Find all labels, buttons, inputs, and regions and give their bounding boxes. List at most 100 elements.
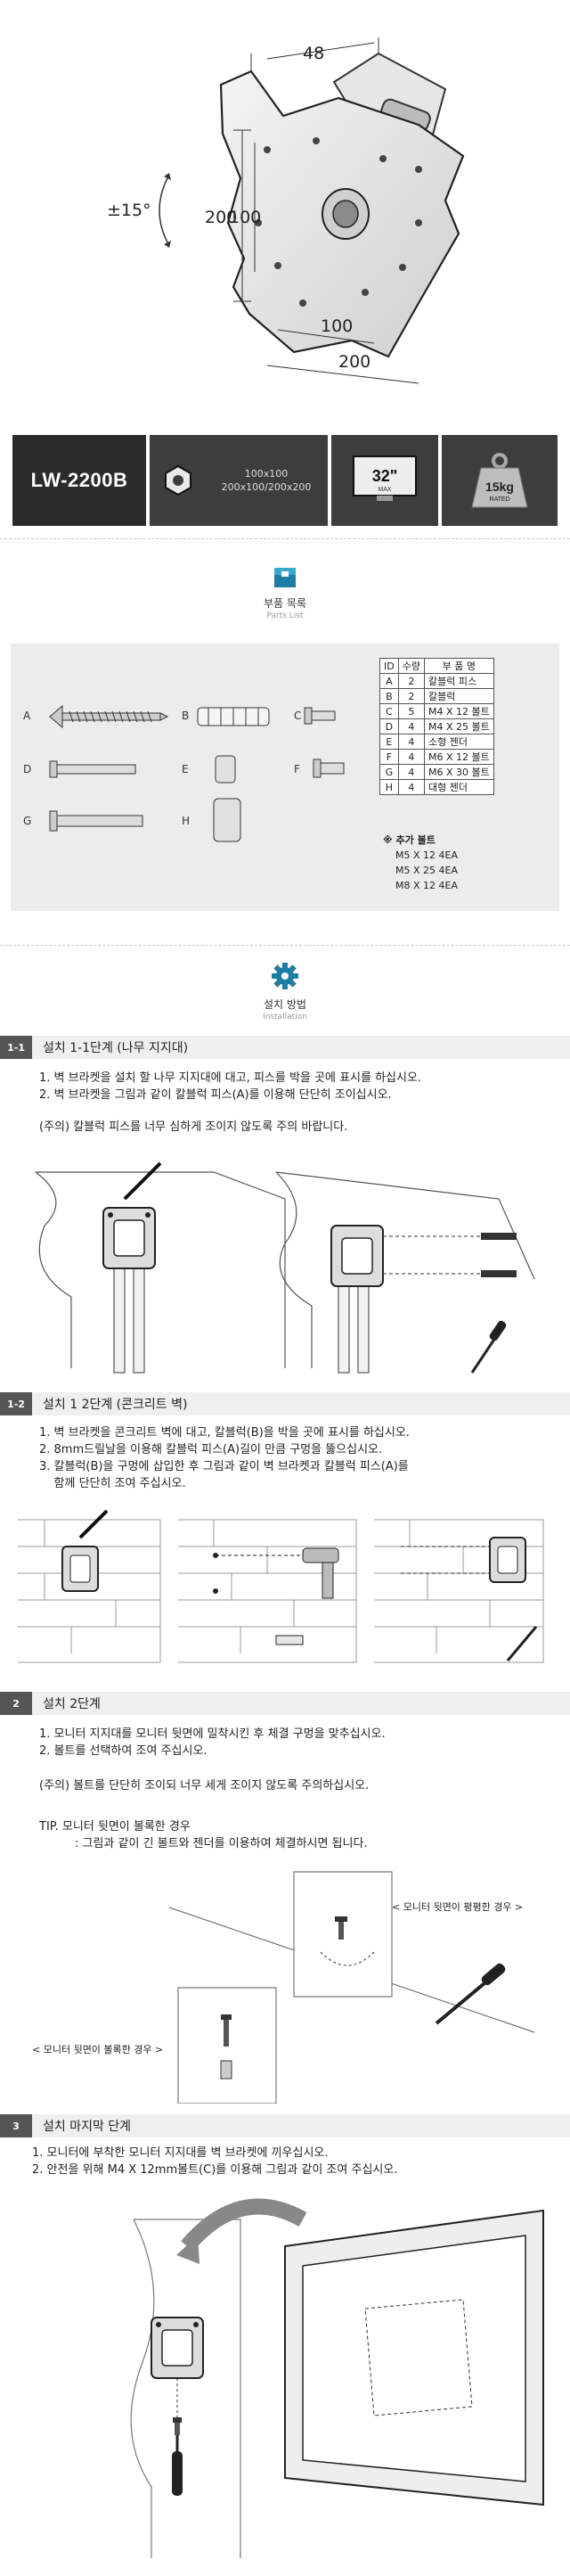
installation-header: 설치 방법 Installation	[0, 963, 570, 1021]
part-id: F	[379, 749, 399, 765]
extra-bolt-item: M5 X 12 4EA	[395, 849, 458, 861]
part-qty: 4	[397, 749, 425, 765]
vesa-line-1: 100x100	[244, 468, 289, 480]
tip-body: : 그림과 같이 긴 볼트와 젠더를 이용하여 체결하시면 됩니다.	[75, 1837, 368, 1850]
step-3-illustration	[130, 2198, 544, 2558]
parts-table-header-id: ID	[379, 658, 399, 674]
part-label-a: A	[23, 710, 31, 722]
part-name: M4 X 25 볼트	[423, 718, 494, 734]
part-label-f: F	[294, 763, 300, 775]
section-divider	[0, 945, 570, 946]
dim-vertical-100: 100	[229, 208, 261, 227]
dim-top-width: 48	[303, 44, 324, 63]
parts-list-header: 부품 목록 Parts List	[0, 567, 570, 620]
extra-bolt-item: M8 X 12 4EA	[395, 880, 458, 891]
part-label-c: C	[294, 710, 302, 722]
instruction-line: 2. 8mm드릴날을 이용해 칼블럭 피스(A)길이 만큼 구멍을 뚫으십시오.	[39, 1443, 383, 1456]
part-label-g: G	[23, 815, 32, 827]
part-b-wall-anchor	[197, 707, 270, 726]
part-name: 대형 젠더	[423, 779, 494, 795]
label-convex: < 모니터 뒷면이 볼록한 경우 >	[32, 2044, 164, 2055]
instruction-line: 1. 모니터에 부착한 모니터 지지대를 벽 브라켓에 끼우십시오.	[32, 2146, 329, 2160]
weight-rating: 15kg RATED	[442, 435, 558, 526]
step-title: 설치 1-1단계 (나무 지지대)	[43, 1041, 189, 1055]
dim-tilt: ±15°	[107, 201, 151, 220]
screwdriver-icon	[123, 1161, 162, 1201]
step-badge: 2	[0, 1692, 32, 1715]
part-qty: 4	[397, 734, 425, 750]
step-1-2-header: 1-2 설치 1 2단계 (콘크리트 벽)	[0, 1392, 570, 1415]
gear-icon	[272, 963, 298, 989]
max-size: 32" MAX	[331, 435, 438, 526]
part-name: 소형 젠더	[423, 734, 494, 750]
bolt-icon	[335, 1916, 347, 1940]
part-name: M6 X 30 볼트	[423, 764, 494, 780]
part-qty: 5	[397, 703, 425, 719]
instruction-line: 2. 벽 브라켓을 그림과 같이 칼블럭 피스(A)를 이용해 단단히 조이십시…	[39, 1088, 392, 1102]
step-3-header: 3 설치 마지막 단계	[0, 2114, 570, 2137]
screwdriver-icon	[435, 1963, 506, 2025]
model-name: LW-2200B	[12, 435, 146, 526]
part-name: M6 X 12 볼트	[423, 749, 494, 765]
monitor-icon	[284, 2209, 544, 2506]
screwdriver-icon	[172, 2435, 183, 2496]
step-2-note: (주의) 볼트를 단단히 조이되 너무 세게 조이지 않도록 주의하십시오.	[39, 1777, 369, 1794]
parts-list-subtitle: Parts List	[266, 611, 304, 620]
part-qty: 4	[397, 779, 425, 795]
part-id: H	[379, 779, 399, 795]
step-2-illustration	[168, 1871, 535, 2104]
step-badge: 1-1	[0, 1036, 32, 1059]
step-1-1-note: (주의) 칼블럭 피스를 너무 심하게 조이지 않도록 주의 바랍니다.	[39, 1119, 347, 1136]
instruction-line: 3. 칼블럭(B)을 구멍에 삽입한 후 그림과 같이 벽 브라켓과 칼블럭 피…	[39, 1460, 409, 1473]
long-bolt-icon	[220, 2014, 232, 2080]
part-label-d: D	[23, 763, 32, 775]
wall-bracket-icon	[151, 2317, 204, 2379]
wall-bracket-icon	[489, 1537, 526, 1583]
label-flat: < 모니터 뒷면이 평평한 경우 >	[392, 1901, 524, 1913]
screw-icon	[481, 1233, 517, 1277]
part-id: E	[379, 734, 399, 750]
monitor-icon: 32" MAX	[353, 455, 417, 501]
step-title: 설치 2단계	[43, 1697, 101, 1711]
mount-plate-svg: 48 200 100 100 200 ±15°	[107, 37, 465, 384]
installation-subtitle: Installation	[263, 1013, 307, 1021]
part-id: C	[379, 703, 399, 719]
wall-bracket-icon	[102, 1207, 156, 1269]
installation-title: 설치 방법	[264, 998, 306, 1011]
part-h-large-spacer	[213, 798, 241, 842]
label-convex-back: < 모니터 뒷면이 볼록한 경우 >	[32, 2041, 163, 2058]
caution-note: (주의) 칼블럭 피스를 너무 심하게 조이지 않도록 주의 바랍니다.	[39, 1120, 348, 1134]
screwdriver-icon	[506, 1626, 538, 1661]
part-name: 칼블럭	[423, 688, 494, 704]
weight-value: 15kg	[485, 480, 514, 494]
wall-bracket-icon	[61, 1546, 99, 1592]
instruction-line: 1. 모니터 지지대를 모니터 뒷면에 밀착시킨 후 체결 구멍을 맞추십시오.	[39, 1727, 386, 1741]
hex-bolt-icon	[165, 464, 191, 496]
step-3-instructions: 1. 모니터에 부착한 모니터 지지대를 벽 브라켓에 끼우십시오. 2. 안전…	[32, 2145, 397, 2178]
caution-note: (주의) 볼트를 단단히 조이되 너무 세게 조이지 않도록 주의하십시오.	[39, 1779, 370, 1793]
instruction-line: 1. 벽 브라켓을 콘크리트 벽에 대고, 칼블럭(B)을 박을 곳에 표시를 …	[39, 1426, 410, 1440]
part-id: B	[379, 688, 399, 704]
part-label-e: E	[182, 763, 189, 775]
part-label-h: H	[182, 815, 191, 827]
wall-anchor-icon	[275, 1635, 304, 1645]
step-2-instructions: 1. 모니터 지지대를 모니터 뒷면에 밀착시킨 후 체결 구멍을 맞추십시오.…	[39, 1726, 386, 1760]
part-qty: 2	[397, 688, 425, 704]
extra-bolts: ※ 추가 볼트 M5 X 12 4EA M5 X 25 4EA M8 X 12 …	[383, 833, 458, 893]
wall-bracket-icon	[330, 1225, 384, 1287]
spec-bar: LW-2200B 100x100 200x100/200x200 32" MAX	[12, 435, 558, 526]
drill-icon	[302, 1547, 339, 1599]
weight-icon: 15kg RATED	[471, 453, 528, 508]
screwdriver-icon	[470, 1320, 507, 1374]
weight-label: RATED	[489, 496, 509, 503]
dim-vertical-200: 200	[205, 208, 237, 227]
step-1-2-illustration	[18, 1509, 544, 1663]
part-g-long-bolt	[49, 810, 143, 832]
bolt-icon	[173, 2417, 182, 2435]
